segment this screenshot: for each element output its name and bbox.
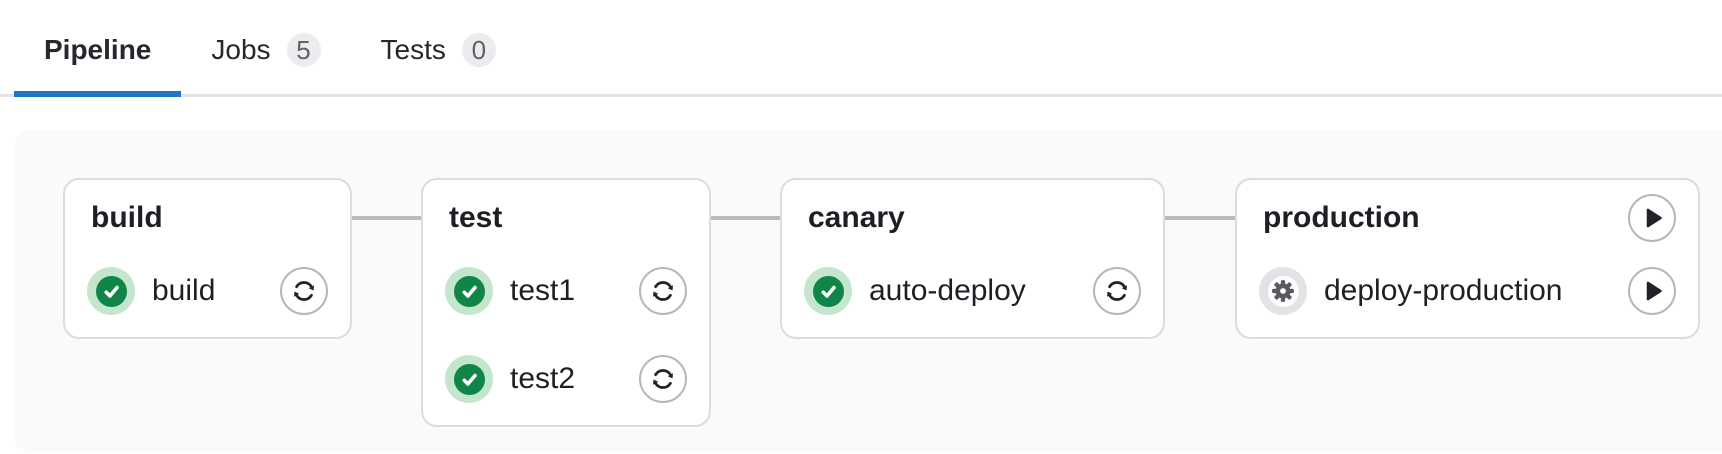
tests-count-badge: 0 <box>461 33 496 67</box>
job-link-test1[interactable]: test1 <box>445 267 639 315</box>
stage-connector <box>1165 216 1235 220</box>
retry-icon <box>289 276 319 306</box>
stage-header: build <box>91 194 328 242</box>
stage-title-production: production <box>1263 201 1420 234</box>
stage-title-test: test <box>449 201 503 234</box>
stage-header: test <box>449 194 687 242</box>
tab-tests-label: Tests <box>380 34 446 65</box>
jobs-list: deploy-production <box>1259 267 1676 315</box>
stage-card-production: production deploy-production <box>1235 178 1700 339</box>
job-link-test2[interactable]: test2 <box>445 355 639 403</box>
retry-job-test2-button[interactable] <box>639 355 687 403</box>
play-icon <box>1637 276 1667 306</box>
play-job-deploy-production-button[interactable] <box>1628 267 1676 315</box>
status-success-check-icon <box>445 267 493 315</box>
tab-jobs-label: Jobs <box>211 34 271 65</box>
tab-jobs[interactable]: Jobs 5 <box>181 0 350 97</box>
stage-header: canary <box>808 194 1141 242</box>
status-manual-gear-icon <box>1259 267 1307 315</box>
play-icon <box>1637 203 1667 233</box>
stage-header: production <box>1263 194 1676 242</box>
job-link-auto-deploy[interactable]: auto-deploy <box>804 267 1093 315</box>
retry-icon <box>1102 276 1132 306</box>
pipeline-graph: build build test test1 test2 canary auto-deplo… <box>14 130 1722 452</box>
retry-icon <box>648 364 678 394</box>
stage-card-build: build build <box>63 178 352 339</box>
jobs-list: build <box>87 267 328 315</box>
status-success-check-icon <box>87 267 135 315</box>
status-success-check-icon <box>804 267 852 315</box>
job-name: build <box>152 274 216 307</box>
stage-connector <box>352 216 421 220</box>
stage-title-canary: canary <box>808 201 905 234</box>
retry-job-test1-button[interactable] <box>639 267 687 315</box>
tab-pipeline-label: Pipeline <box>44 34 152 65</box>
stage-title-build: build <box>91 201 163 234</box>
job-name: auto-deploy <box>869 274 1026 307</box>
tab-tests[interactable]: Tests 0 <box>351 0 526 97</box>
job-row: test1 <box>445 267 687 315</box>
retry-job-build-button[interactable] <box>280 267 328 315</box>
job-row: auto-deploy <box>804 267 1141 315</box>
job-row: build <box>87 267 328 315</box>
jobs-list: test1 test2 <box>445 267 687 403</box>
job-name: test1 <box>510 274 576 307</box>
job-name: test2 <box>510 362 576 395</box>
status-success-check-icon <box>445 355 493 403</box>
job-link-deploy-production[interactable]: deploy-production <box>1259 267 1628 315</box>
tab-pipeline[interactable]: Pipeline <box>14 0 182 97</box>
job-name: deploy-production <box>1324 274 1563 307</box>
jobs-count-badge: 5 <box>286 33 321 67</box>
job-link-build[interactable]: build <box>87 267 280 315</box>
pipeline-tabs: Pipeline Jobs 5 Tests 0 <box>0 0 1722 97</box>
job-row: test2 <box>445 355 687 403</box>
job-row: deploy-production <box>1259 267 1676 315</box>
play-stage-production-button[interactable] <box>1628 194 1676 242</box>
jobs-list: auto-deploy <box>804 267 1141 315</box>
stage-card-test: test test1 test2 <box>421 178 711 427</box>
retry-job-auto-deploy-button[interactable] <box>1093 267 1141 315</box>
retry-icon <box>648 276 678 306</box>
stage-connector <box>711 216 780 220</box>
stage-card-canary: canary auto-deploy <box>780 178 1165 339</box>
